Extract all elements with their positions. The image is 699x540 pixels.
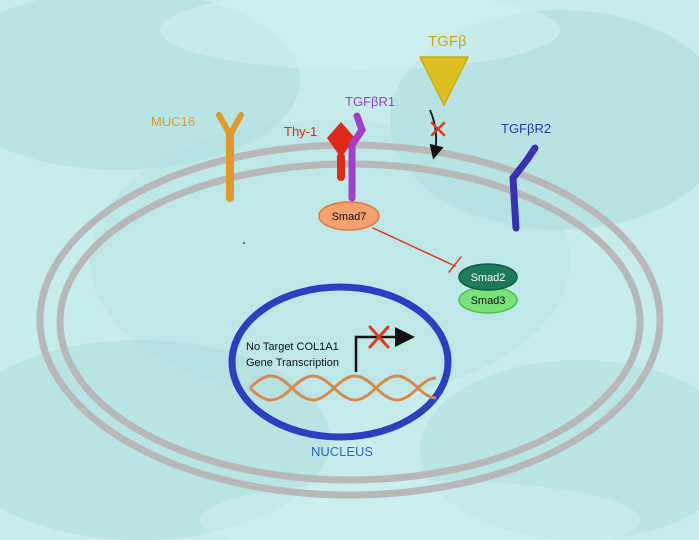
cytoplasm-speck xyxy=(243,242,245,244)
gene-label-line1: No Target COL1A1 xyxy=(246,341,339,353)
smad7-inhibition xyxy=(372,227,462,273)
tgfb-label: TGFβ xyxy=(428,33,467,50)
tgfb-ligand xyxy=(419,56,469,106)
muc16-receptor xyxy=(216,112,244,202)
tgfb-signal-blocked-x xyxy=(430,121,446,137)
tgfbr2-receptor xyxy=(509,144,539,232)
nucleus-label: NUCLEUS xyxy=(311,444,373,459)
gene-label-line2: Gene Transcription xyxy=(246,357,339,369)
dna-helix xyxy=(248,374,437,402)
smad2-label: Smad2 xyxy=(471,272,506,284)
smad7-protein xyxy=(318,201,380,231)
smad3-label: Smad3 xyxy=(471,295,506,307)
thy1-protein xyxy=(327,122,355,181)
thy1-label: Thy-1 xyxy=(284,124,317,139)
smad2-protein xyxy=(458,263,518,291)
transcription-start-arrow xyxy=(354,327,415,372)
tgfbr1-label: TGFβR1 xyxy=(345,94,395,109)
transcription-blocked-x xyxy=(368,325,390,349)
tgfbr2-label: TGFβR2 xyxy=(501,121,551,136)
smad7-label: Smad7 xyxy=(332,211,367,223)
muc16-label: MUC16 xyxy=(151,114,195,129)
nucleus xyxy=(228,283,452,441)
tgfbr1-receptor xyxy=(348,112,366,202)
